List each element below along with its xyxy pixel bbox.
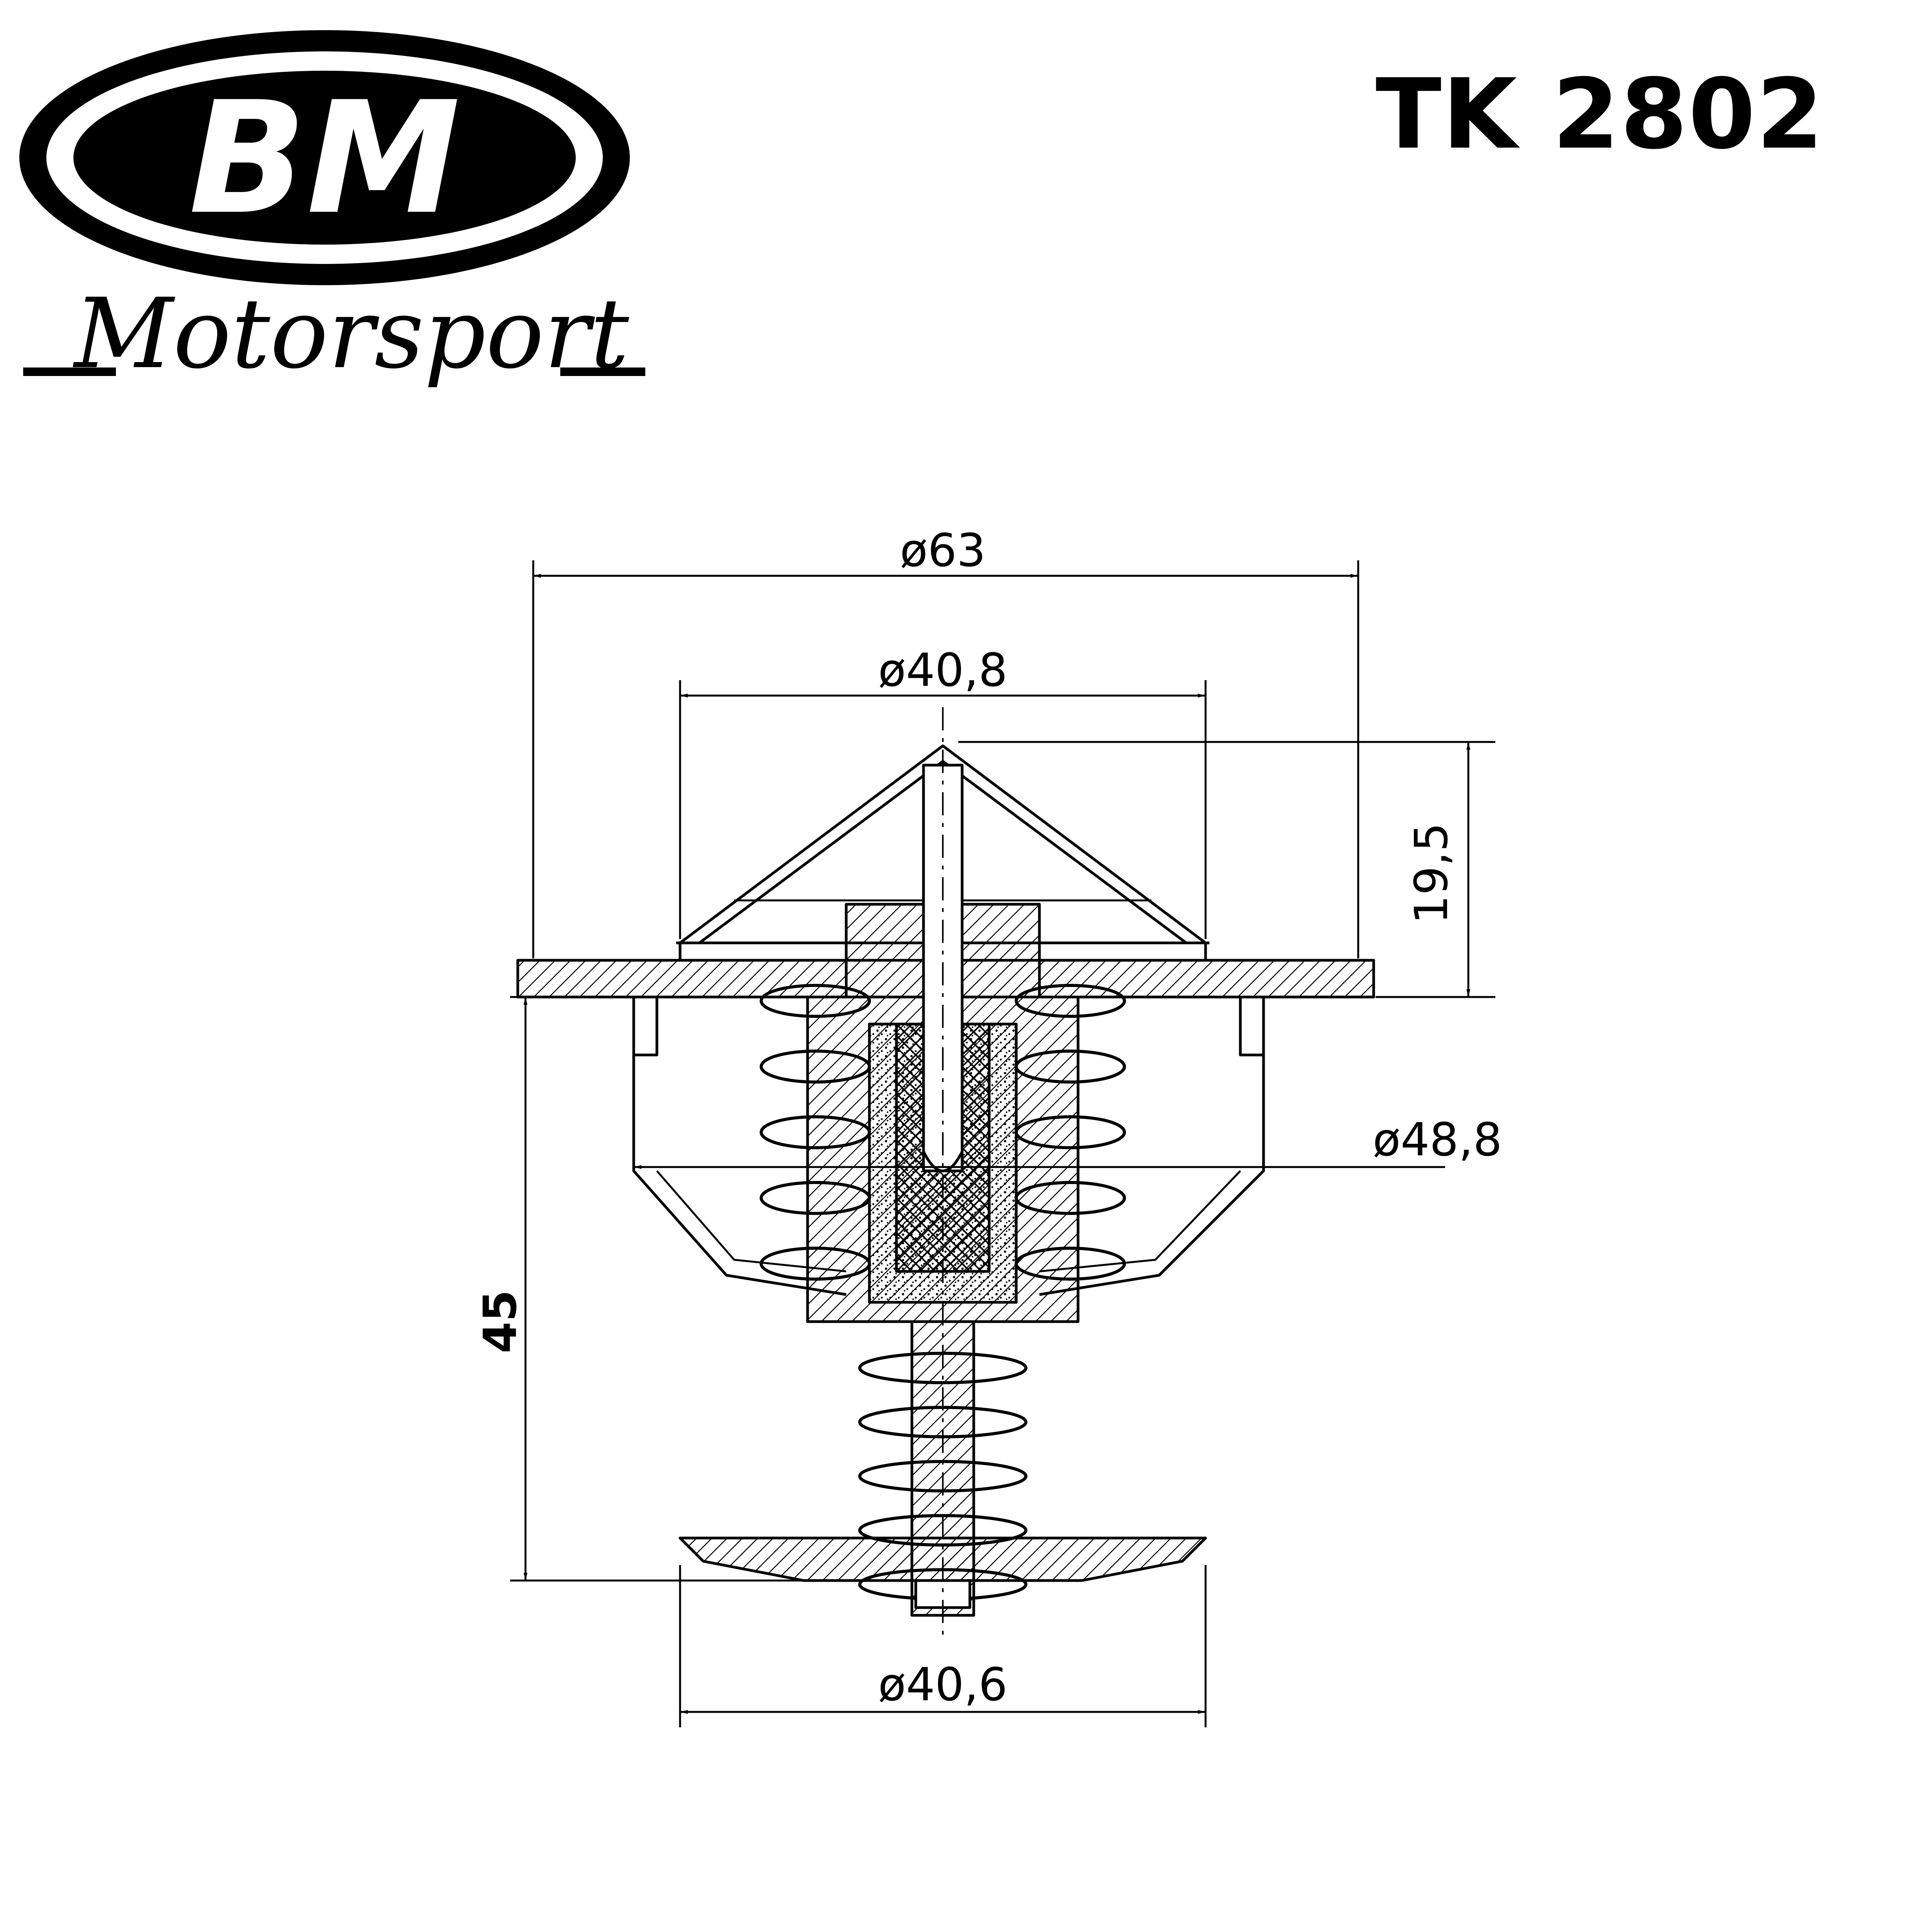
- logo-initials: BM: [189, 69, 461, 248]
- dome-outer: [679, 744, 1207, 944]
- dim-valve-diameter: ø40,6: [878, 1658, 1008, 1711]
- dim-body-diameter: ø40,8: [878, 643, 1008, 697]
- dim-cage-diameter: ø48,8: [1373, 1113, 1502, 1166]
- dim-top-height: 19,5: [1405, 823, 1458, 924]
- cage-body: [632, 997, 1265, 1296]
- dim-total-height: 45: [473, 1290, 527, 1353]
- brand-logo: BM Motorsport: [19, 30, 645, 390]
- thermostat-section-view: [516, 707, 1375, 1638]
- part-number: TK 2802: [1376, 58, 1825, 170]
- logo-wordmark: Motorsport: [73, 277, 629, 390]
- dim-flange-diameter: ø63: [900, 524, 986, 577]
- dimensions: [510, 560, 1495, 1727]
